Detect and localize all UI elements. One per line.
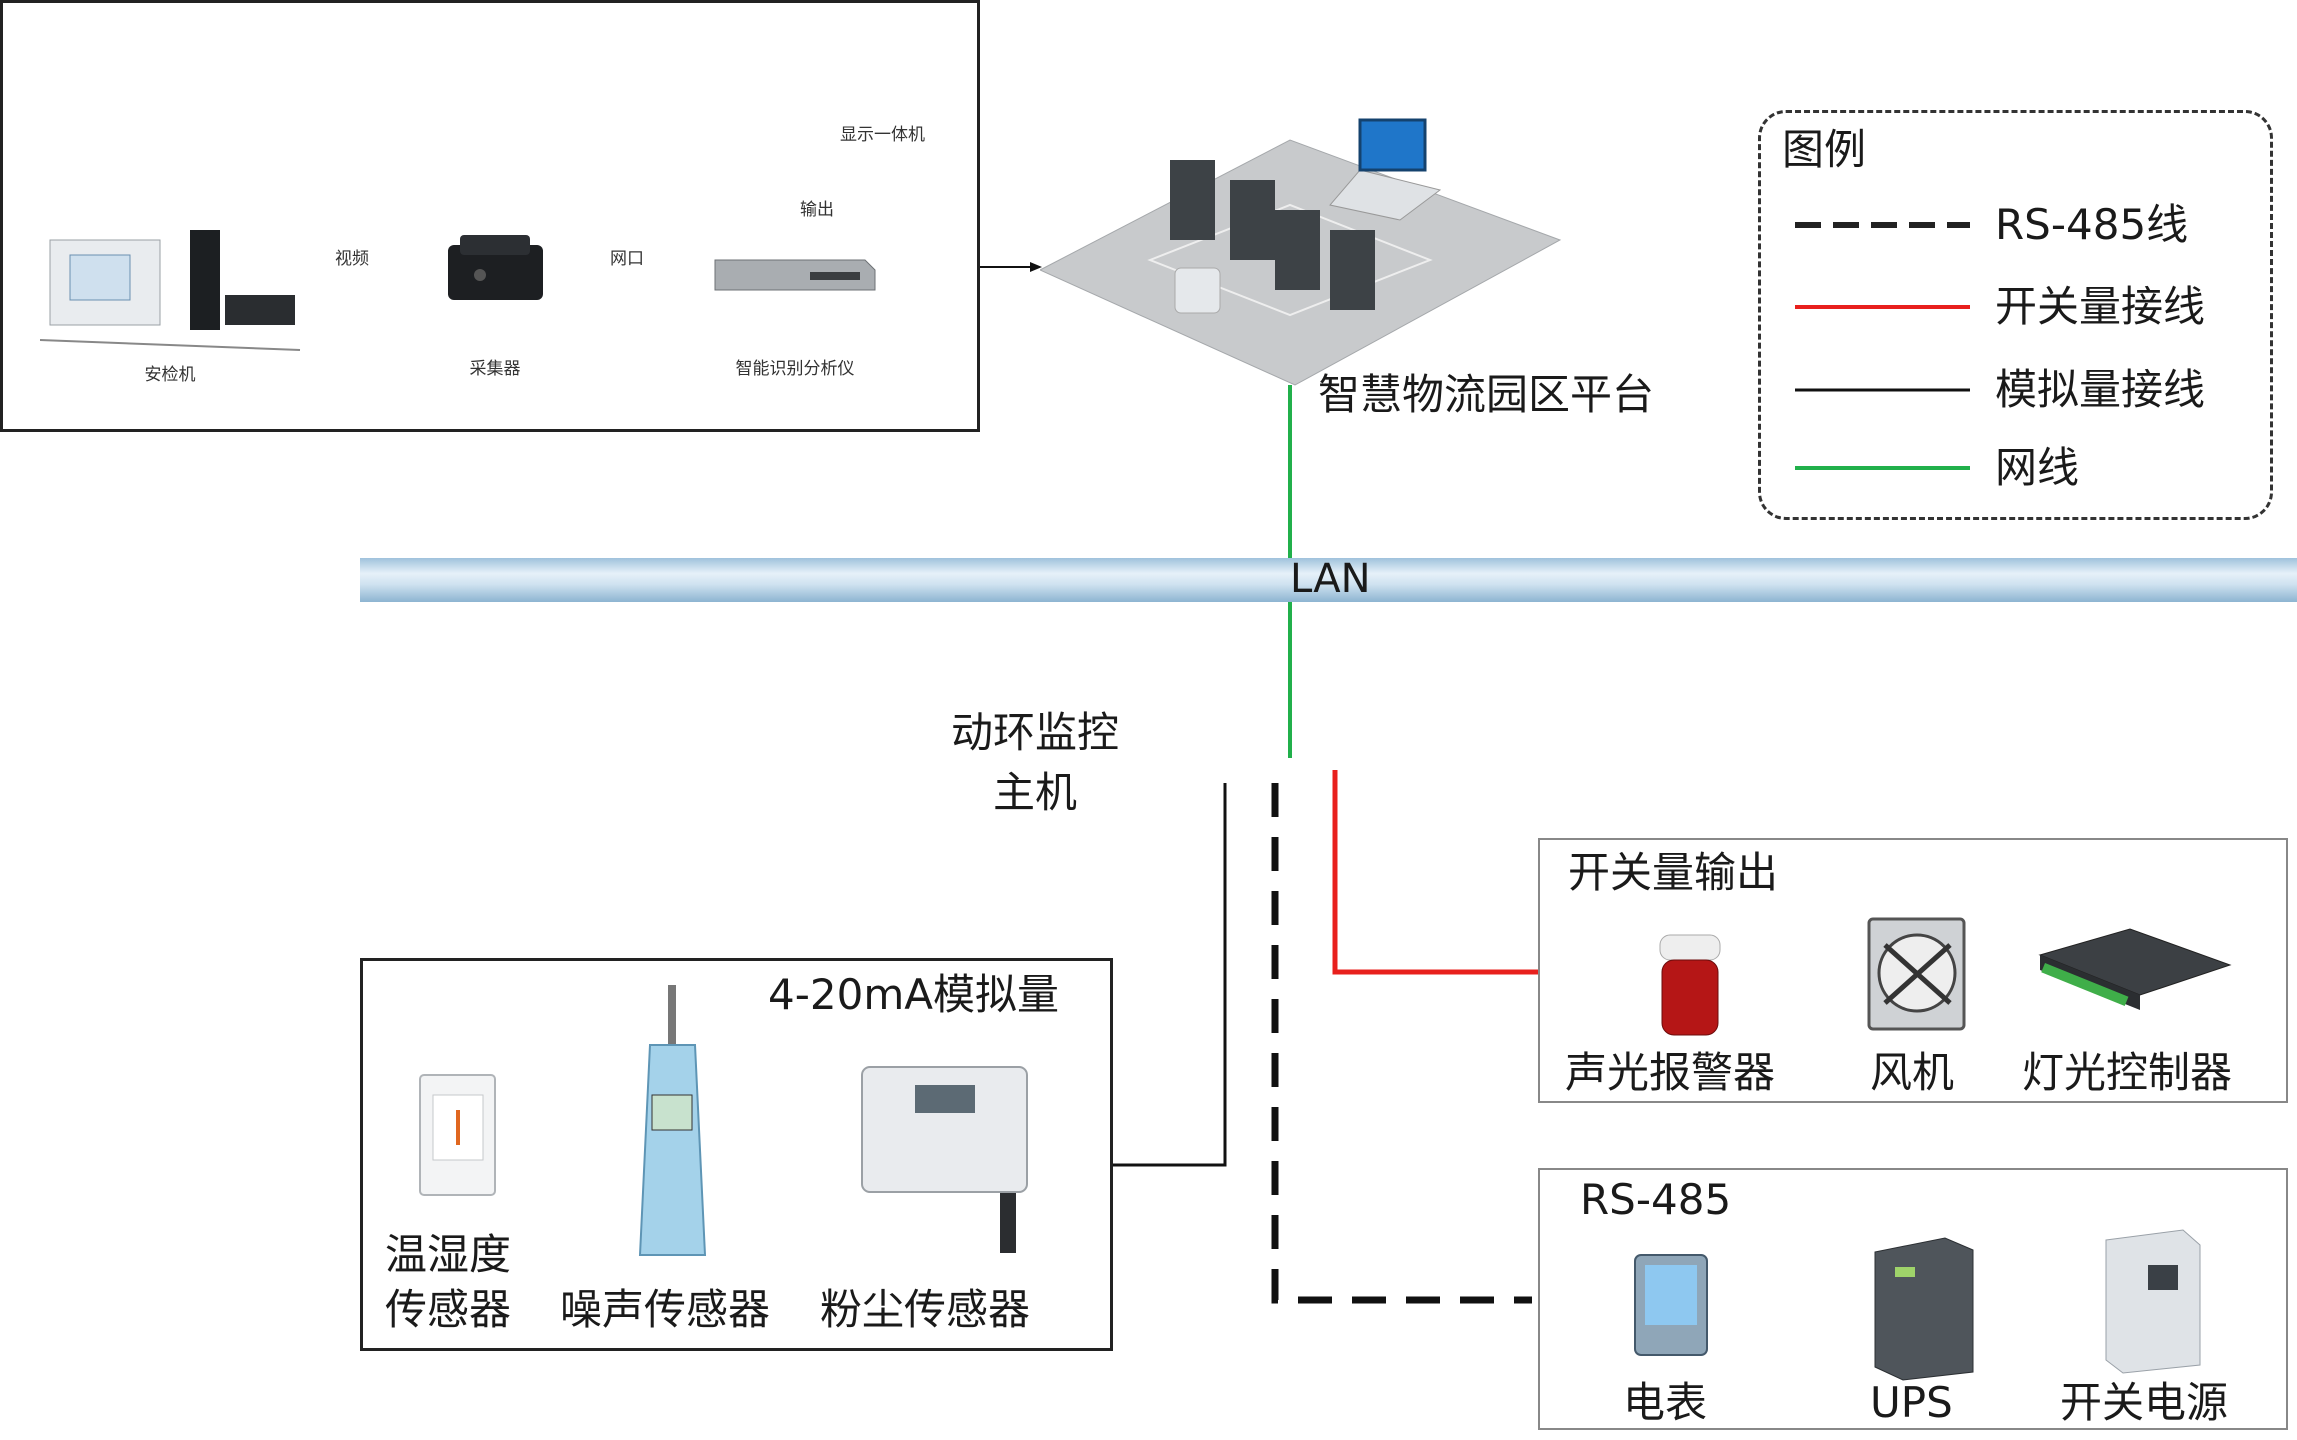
edge-label-net: 网口	[610, 249, 644, 269]
encoder-device-icon	[448, 235, 543, 300]
analog-item-temp-line1: 温湿度	[385, 1230, 512, 1279]
noise-sensor-icon	[638, 985, 707, 1256]
analog-item-temp: 传感器	[385, 1285, 512, 1334]
edge-label-output: 输出	[800, 200, 834, 220]
xray-machine-icon	[40, 230, 301, 351]
analyzer-label: 智能识别分析仪	[735, 359, 855, 379]
rs485-item-meter: 电表	[1623, 1378, 1708, 1427]
inset-panel	[0, 0, 980, 432]
display-label: 显示一体机	[840, 125, 925, 145]
analog-item-dust: 粉尘传感器	[820, 1285, 1031, 1334]
alarm-icon	[1659, 934, 1721, 1036]
switch-item-light: 灯光控制器	[2022, 1048, 2233, 1097]
legend-label-network: 网线	[1995, 443, 2080, 492]
temp-humidity-sensor-icon	[419, 1074, 496, 1196]
platform-label: 智慧物流园区平台	[1318, 370, 1655, 419]
legend-label-switch: 开关量接线	[1995, 282, 2206, 331]
dust-sensor-icon	[861, 1066, 1028, 1253]
legend-label-rs485: RS-485线	[1995, 200, 2189, 249]
host-label-line2: 主机	[992, 768, 1077, 817]
ups-icon	[1874, 1237, 1974, 1381]
meter-icon	[1634, 1254, 1708, 1356]
platform-servers-icon	[1040, 118, 1562, 386]
legend-title: 图例	[1782, 125, 1867, 174]
switch-group-title: 开关量输出	[1568, 848, 1779, 897]
analyzer-device-icon	[714, 259, 876, 291]
legend-label-analog: 模拟量接线	[1995, 365, 2206, 414]
rs485-item-psu: 开关电源	[2060, 1378, 2229, 1427]
power-supply-icon	[2105, 1229, 2201, 1374]
legend-panel	[1758, 110, 2273, 520]
xray-label: 安检机	[144, 365, 196, 385]
switch-item-fan: 风机	[1870, 1048, 1955, 1097]
light-controller-icon	[2038, 928, 2232, 1010]
encoder-label: 采集器	[469, 359, 521, 379]
host-label-line1: 动环监控	[950, 708, 1119, 757]
rs485-group-title: RS-485	[1580, 1175, 1732, 1224]
legend-swatches	[1795, 222, 1970, 470]
fan-icon	[1867, 917, 1966, 1031]
lan-label: LAN	[1290, 556, 1371, 602]
rs485-item-ups: UPS	[1870, 1378, 1953, 1427]
rs485-line	[1271, 783, 1532, 1304]
analog-line	[1113, 783, 1227, 1167]
edge-label-video: 视频	[335, 249, 369, 269]
lan-bus	[360, 558, 2297, 602]
analog-item-noise: 噪声传感器	[560, 1285, 771, 1334]
switch-line	[1332, 770, 1538, 975]
switch-item-alarm: 声光报警器	[1565, 1048, 1776, 1097]
analog-group-title: 4-20mA模拟量	[768, 970, 1059, 1019]
